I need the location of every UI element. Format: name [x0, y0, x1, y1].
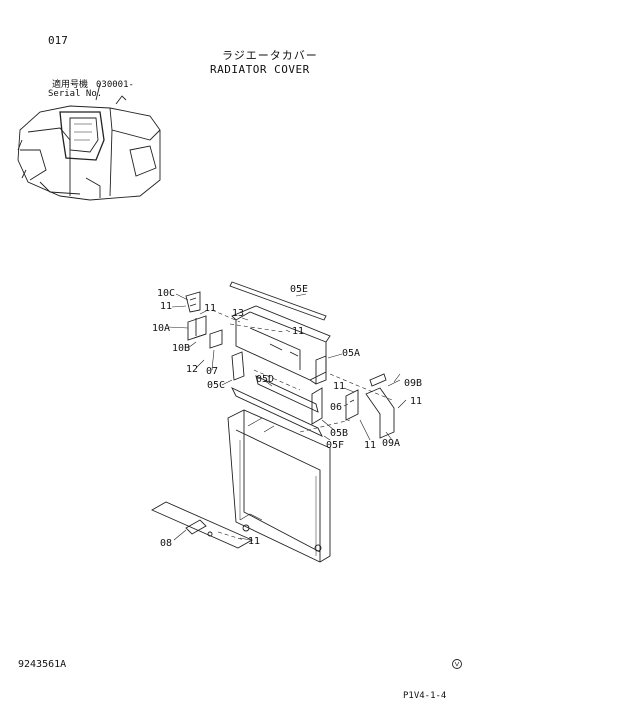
radiator-core [227, 409, 331, 563]
callout-09A: 09A [382, 438, 400, 449]
title-japanese: ラジエータカバー [222, 49, 318, 62]
callout-05D: 05D [256, 374, 274, 385]
page-number: 017 [48, 34, 68, 47]
part-10-brackets [185, 291, 223, 349]
callout-11: 11 [248, 536, 260, 547]
callout-11: 11 [204, 303, 216, 314]
machine-locator-illustration [17, 83, 161, 201]
part-08-bottom-plate [151, 501, 253, 549]
reference-lines [211, 309, 393, 541]
title-english: RADIATOR COVER [210, 63, 310, 76]
callout-10A: 10A [152, 323, 170, 334]
callout-10C: 10C [157, 288, 175, 299]
callout-05A: 05A [342, 348, 360, 359]
callout-labels: 05E 13 11 05A 10C 11 10A 11 10B 12 07 05… [152, 284, 422, 549]
serial-label-japanese: 適用号機 [52, 80, 89, 90]
callout-09B: 09B [404, 378, 422, 389]
callout-leaders [167, 293, 407, 541]
callout-11: 11 [160, 301, 172, 312]
callout-12: 12 [186, 364, 198, 375]
part-05C-05D-strips [231, 351, 323, 437]
callout-05E: 05E [290, 284, 308, 295]
callout-05C: 05C [207, 380, 225, 391]
callout-10B: 10B [172, 343, 190, 354]
part-05A-upper-cover [231, 305, 331, 385]
callout-13: 13 [232, 308, 244, 319]
callout-05B: 05B [330, 428, 348, 439]
document-code: 9243561A [18, 659, 67, 670]
callout-11: 11 [410, 396, 422, 407]
callout-11: 11 [292, 326, 304, 337]
callout-05F: 05F [326, 440, 344, 451]
callout-06: 06 [330, 402, 342, 413]
callout-08: 08 [160, 538, 172, 549]
callout-11: 11 [333, 381, 345, 392]
serial-label-english: Serial No. [48, 89, 103, 99]
circled-mark-icon [452, 659, 462, 669]
callout-11: 11 [364, 440, 376, 451]
callout-07: 07 [206, 366, 218, 377]
part-05E-seal-strip [229, 281, 327, 321]
serial-value: 030001- [96, 80, 134, 90]
page-code: P1V4-1-4 [403, 691, 447, 701]
